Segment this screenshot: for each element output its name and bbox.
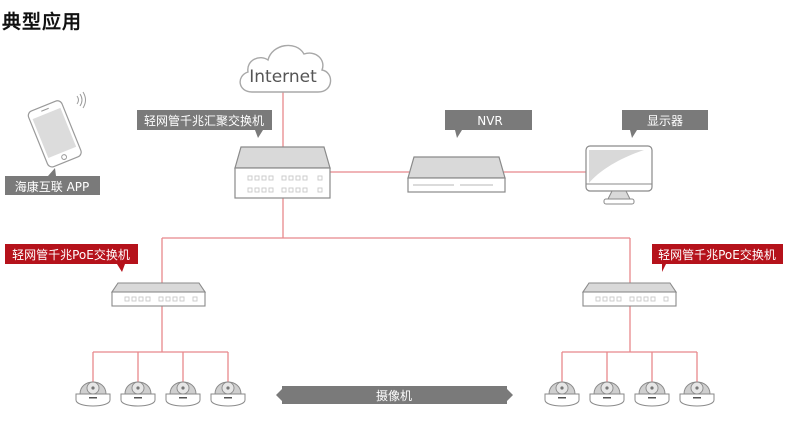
aggregate-switch-label: 轻网管千兆汇聚交换机 — [144, 113, 264, 128]
internet-label: Internet — [249, 67, 317, 87]
dome-camera-icon — [75, 381, 111, 407]
monitor-callout: 显示器 — [622, 110, 708, 138]
wifi-signal-icon — [76, 91, 86, 109]
nvr-label: NVR — [477, 114, 503, 128]
poe-switch-left-icon — [110, 282, 207, 307]
dome-camera-icon — [679, 381, 715, 407]
dome-camera-icon — [634, 381, 670, 407]
nvr-callout: NVR — [445, 110, 532, 138]
monitor-icon — [585, 145, 653, 205]
dome-camera-icon — [544, 381, 580, 407]
app-label: 海康互联 APP — [15, 179, 90, 194]
aggregate-switch-callout: 轻网管千兆汇聚交换机 — [137, 110, 272, 138]
poe-switch-left-callout: 轻网管千兆PoE交换机 — [5, 244, 138, 272]
poe-switch-right-label: 轻网管千兆PoE交换机 — [658, 247, 776, 262]
cameras-label: 摄像机 — [376, 388, 412, 403]
app-callout: 海康互联 APP — [5, 168, 100, 195]
cloud-icon: Internet — [239, 44, 332, 93]
dome-camera-icon — [165, 381, 201, 407]
monitor-label: 显示器 — [647, 114, 683, 128]
poe-switch-right-icon — [581, 282, 678, 307]
smartphone-icon — [27, 100, 82, 168]
links — [92, 92, 698, 384]
nvr-icon — [407, 156, 506, 193]
dome-camera-icon — [589, 381, 625, 407]
camera-group-left — [75, 381, 246, 407]
poe-switch-left-label: 轻网管千兆PoE交换机 — [12, 247, 130, 262]
camera-group-right — [544, 381, 715, 407]
cameras-banner: 摄像机 — [276, 386, 513, 404]
dome-camera-icon — [210, 381, 246, 407]
dome-camera-icon — [120, 381, 156, 407]
poe-switch-right-callout: 轻网管千兆PoE交换机 — [652, 244, 783, 272]
page-title: 典型应用 — [2, 11, 83, 33]
aggregate-switch-icon — [234, 146, 331, 199]
